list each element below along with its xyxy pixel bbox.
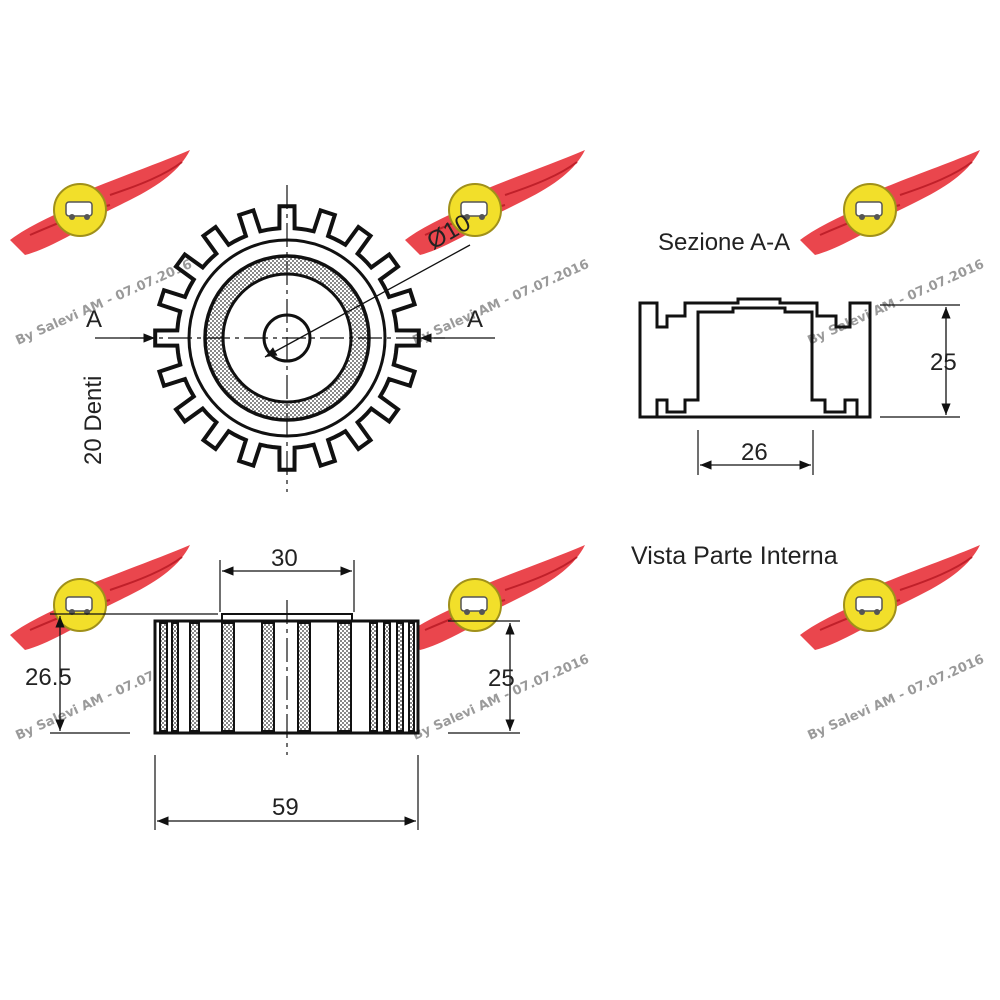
side-tooth-bar [221, 622, 235, 732]
section-view: Sezione A-A 25 26 [638, 229, 960, 475]
side-view: 30 26.5 25 59 [25, 545, 520, 830]
section-width-value: 26 [741, 439, 768, 466]
watermark-signature-3: By Salevi AM - 07.07.2016 [806, 257, 987, 349]
section-inner-profile [655, 306, 859, 417]
section-outer-profile [638, 297, 872, 419]
bore-diameter-leader [264, 244, 471, 358]
side-tooth-bar [261, 622, 275, 732]
side-tooth-value: 25 [488, 665, 515, 692]
section-label-right: A [467, 306, 483, 333]
inner-view-title: Vista Parte Interna [631, 542, 838, 570]
watermark-signature-2: By Salevi AM - 07.07.2016 [411, 257, 592, 349]
watermark-logo-1 [9, 149, 191, 256]
side-tooth-bar [396, 622, 404, 732]
watermark-signature-1: By Salevi AM - 07.07.2016 [14, 257, 195, 349]
teeth-count-label: 20 Denti [80, 376, 107, 465]
side-tooth-bar [408, 622, 415, 732]
side-tooth-bar [171, 622, 179, 732]
side-teeth-bars [159, 622, 415, 732]
side-width-value: 59 [272, 794, 299, 821]
side-total-value: 26.5 [25, 664, 72, 691]
section-label-left: A [86, 306, 102, 333]
side-tooth-bar [383, 622, 391, 732]
side-tooth-bar [189, 622, 200, 732]
side-tooth-bar [337, 622, 352, 732]
side-hub-value: 30 [271, 545, 298, 572]
watermark-logo-5 [404, 544, 586, 651]
watermark-logo-3 [799, 149, 981, 256]
side-tooth-bar [369, 622, 378, 732]
side-tooth-bar [297, 622, 311, 732]
section-height-value: 25 [930, 349, 957, 376]
front-view: Ø10 A A 20 Denti [80, 185, 495, 492]
gear-tooth-outline [153, 204, 421, 472]
section-title: Sezione A-A [658, 229, 790, 256]
side-tooth-bar [159, 622, 168, 732]
watermark-signature-6: By Salevi AM - 07.07.2016 [806, 652, 987, 744]
